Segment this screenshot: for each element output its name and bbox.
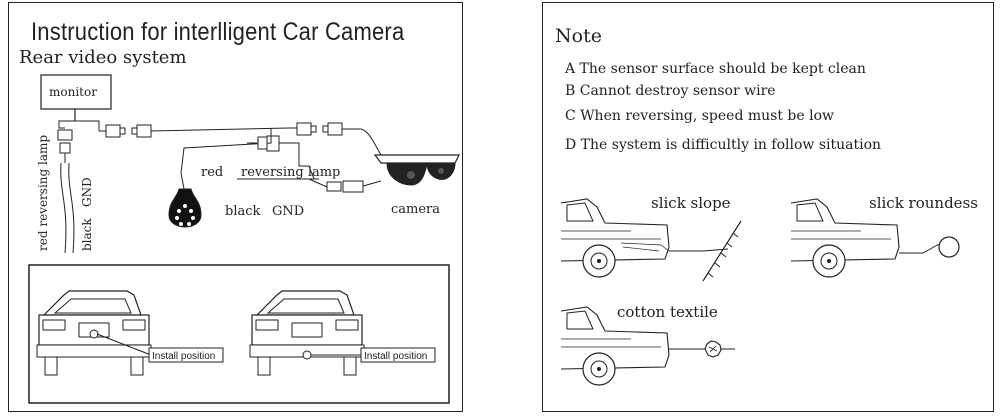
- gnd-connector-2: [342, 180, 364, 193]
- vertical-gnd-label: GND: [80, 177, 94, 207]
- install-position-box: [28, 264, 450, 404]
- gnd-connector-1: [326, 181, 342, 192]
- camera-cable-connector-female: [327, 122, 343, 136]
- reversing-lamp-label: reversing lamp: [241, 165, 340, 180]
- camera-label: camera: [391, 202, 440, 217]
- note-item-b: B Cannot destroy sensor wire: [565, 83, 776, 99]
- car-side-sketch-2: [790, 198, 900, 278]
- video-connector-female: [136, 124, 152, 138]
- cotton-textile-object: [704, 340, 722, 358]
- monitor-label: monitor: [49, 85, 97, 99]
- camera-body: [373, 154, 460, 164]
- slick-slope-label: slick slope: [651, 194, 731, 212]
- vertical-black-label: black: [80, 218, 94, 251]
- install-position-label-2: Install position: [364, 351, 427, 362]
- note-panel: Note A The sensor surface should be kept…: [542, 2, 994, 412]
- note-heading: Note: [555, 25, 602, 47]
- red-label: red: [201, 165, 223, 180]
- cotton-textile-label: cotton textile: [617, 303, 718, 321]
- car-rear-view-2: [249, 290, 365, 376]
- vertical-red-reversing-lamp-label: red reversing lamp: [36, 135, 50, 251]
- slick-roundess-label: slick roundess: [869, 194, 978, 212]
- video-connector-male: [105, 124, 121, 138]
- note-item-c: C When reversing, speed must be low: [565, 108, 834, 124]
- monitor-power-connector: [57, 129, 73, 141]
- camera-cable-connector-male: [296, 122, 312, 136]
- note-item-a: A The sensor surface should be kept clea…: [565, 61, 866, 77]
- note-item-d: D The system is difficultly in follow si…: [565, 137, 882, 153]
- instruction-panel: Instruction for interlligent Car Camera …: [8, 2, 463, 412]
- install-position-label-1: Install position: [152, 351, 215, 362]
- rear-video-system-heading: Rear video system: [19, 47, 187, 68]
- car-side-sketch-3: [560, 306, 670, 386]
- slope-line: [702, 220, 742, 282]
- black-label: black: [225, 204, 261, 219]
- gnd-label: GND: [272, 204, 304, 219]
- round-object: [938, 236, 960, 258]
- car-rear-view-1: [36, 290, 152, 376]
- monitor-box: [40, 74, 112, 110]
- situation-illustrations: slick slope slick roundess: [560, 194, 978, 386]
- wiring-diagram: monitor: [28, 74, 460, 404]
- panel-title: Instruction for interlligent Car Camera: [31, 17, 405, 46]
- car-side-sketch-1: [560, 198, 670, 278]
